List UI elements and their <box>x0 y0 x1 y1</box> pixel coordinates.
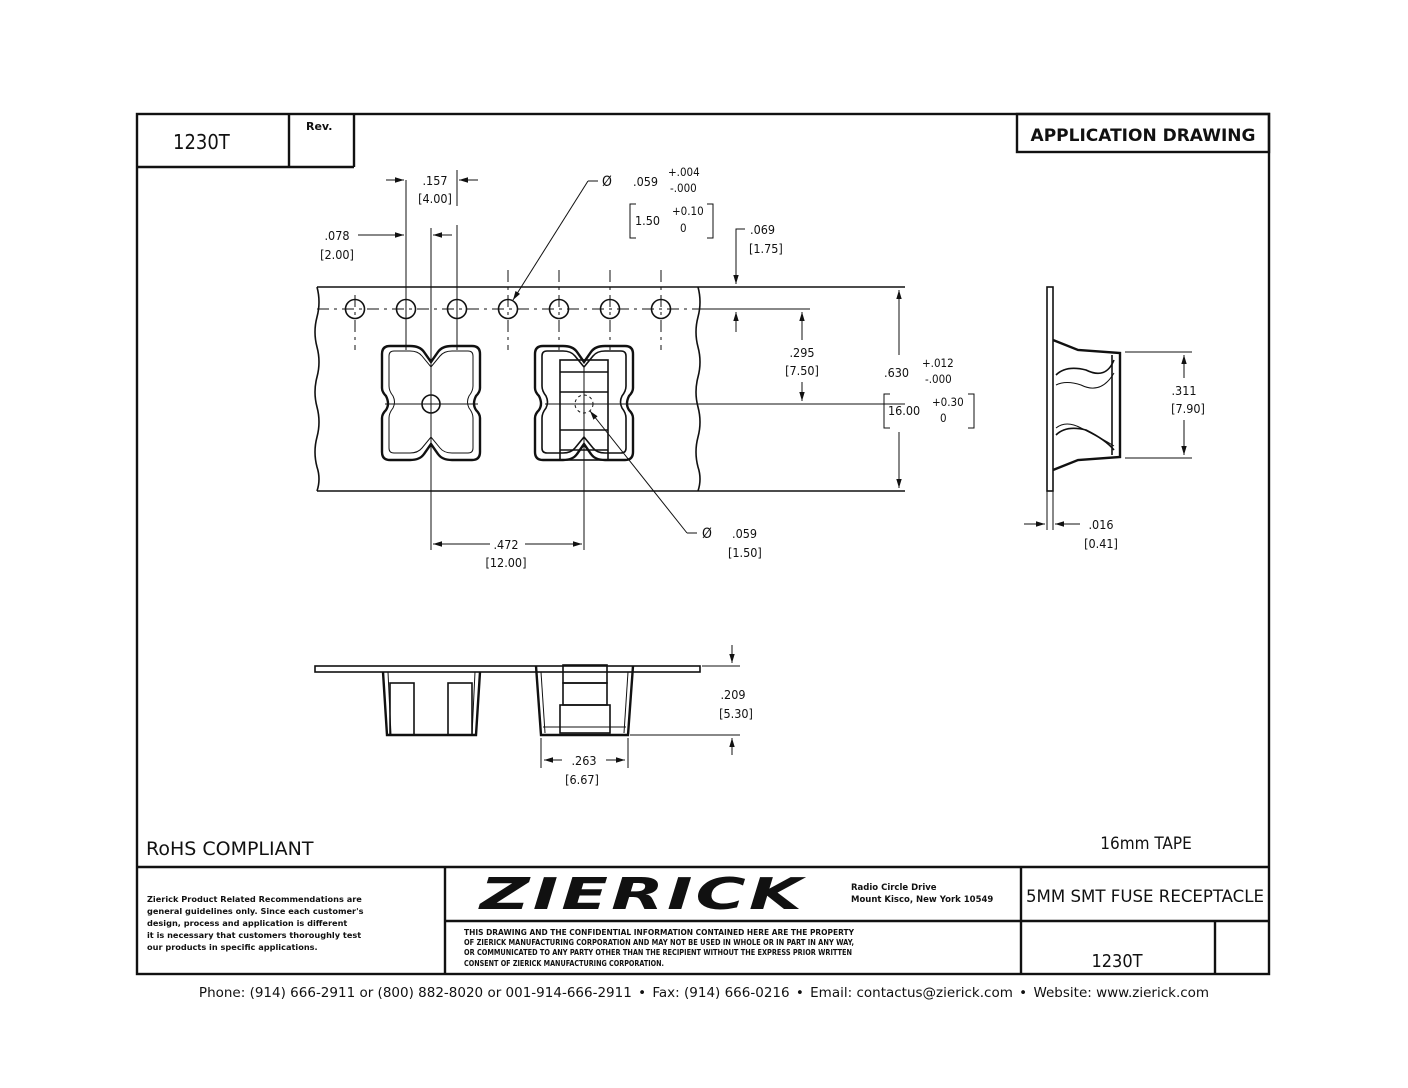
svg-text:[7.50]: [7.50] <box>785 363 819 378</box>
svg-text:it is necessary that customers: it is necessary that customers thoroughl… <box>147 930 361 940</box>
svg-text:0: 0 <box>680 221 687 235</box>
company-address: Radio Circle Drive Mount Kisco, New York… <box>851 883 993 905</box>
rohs-label: RoHS COMPLIANT <box>146 838 314 860</box>
rev-label: Rev. <box>306 120 332 133</box>
part-number-box: 1230T Rev. <box>137 114 356 169</box>
svg-text:our products in specific appli: our products in specific applications. <box>147 942 318 952</box>
svg-text:16.00: 16.00 <box>888 403 920 418</box>
empty-pocket <box>380 228 482 550</box>
footer-separator: • <box>795 985 804 1001</box>
part-number-bottom: 1230T <box>1091 951 1142 972</box>
sprocket-holes <box>344 180 672 350</box>
svg-text:-.000: -.000 <box>670 181 697 195</box>
svg-text:+.004: +.004 <box>668 165 700 179</box>
svg-text:.295: .295 <box>789 345 814 360</box>
dim-sprocket-hole-dia: Ø .059 +.004 -.000 1.50 +0.10 0 <box>512 165 714 301</box>
svg-text:.472: .472 <box>493 537 518 552</box>
svg-text:Zierick Product Related Recomm: Zierick Product Related Recommendations … <box>147 894 362 904</box>
svg-text:-.000: -.000 <box>925 372 952 386</box>
svg-text:Radio Circle Drive: Radio Circle Drive <box>851 883 937 893</box>
footer-separator: • <box>638 985 647 1001</box>
svg-text:.157: .157 <box>422 173 447 188</box>
loaded-pocket <box>533 344 905 550</box>
svg-text:Mount Kisco, New York 10549: Mount Kisco, New York 10549 <box>851 895 993 905</box>
footer-website[interactable]: Website: www.zierick.com <box>1033 985 1210 1001</box>
svg-text:.209: .209 <box>720 687 745 702</box>
svg-text:[0.41]: [0.41] <box>1084 536 1118 551</box>
receptacle-side-view <box>1046 286 1192 530</box>
svg-text:Ø: Ø <box>602 174 612 190</box>
contact-footer: Phone: (914) 666-2911 or (800) 882-8020 … <box>0 985 1408 1001</box>
footer-phone: Phone: (914) 666-2911 or (800) 882-8020 … <box>198 985 632 1001</box>
tape-label: 16mm TAPE <box>1100 834 1191 854</box>
footer-email[interactable]: Email: contactus@zierick.com <box>810 985 1013 1001</box>
svg-text:[5.30]: [5.30] <box>719 706 753 721</box>
svg-text:Ø: Ø <box>702 526 712 542</box>
svg-text:CONSENT OF ZIERICK MANUFACTURI: CONSENT OF ZIERICK MANUFACTURING CORPORA… <box>464 959 664 968</box>
bottom-title-block: RoHS COMPLIANT 16mm TAPE Zierick Product… <box>137 834 1269 974</box>
dim-sprocket-pitch: .157 [4.00] <box>386 170 478 206</box>
svg-text:0: 0 <box>940 411 947 425</box>
svg-text:.059: .059 <box>633 174 658 189</box>
dim-edge-to-sprocket: .069 [1.75] <box>700 222 810 332</box>
svg-text:.630: .630 <box>884 365 909 380</box>
svg-text:.016: .016 <box>1088 517 1113 532</box>
svg-text:.263: .263 <box>571 753 596 768</box>
drawing-type: APPLICATION DRAWING <box>1031 126 1256 146</box>
dim-pocket-pitch: .472 [12.00] <box>433 537 582 570</box>
dim-tape-thickness: .016 [0.41] <box>1024 517 1118 551</box>
footer-separator: • <box>1019 985 1028 1001</box>
svg-text:[7.90]: [7.90] <box>1171 401 1205 416</box>
svg-text:design, process and applicatio: design, process and application is diffe… <box>147 918 347 928</box>
svg-text:+.012: +.012 <box>922 356 954 370</box>
svg-text:.059: .059 <box>732 526 757 541</box>
tape-section-view <box>314 664 701 737</box>
disclaimer: Zierick Product Related Recommendations … <box>147 894 364 952</box>
svg-text:[4.00]: [4.00] <box>418 191 452 206</box>
svg-text:+0.30: +0.30 <box>932 395 964 409</box>
svg-text:THIS DRAWING AND THE CONFIDENT: THIS DRAWING AND THE CONFIDENTIAL INFORM… <box>464 928 854 937</box>
svg-text:[1.50]: [1.50] <box>728 545 762 560</box>
tape-top-view <box>314 180 905 550</box>
svg-text:[12.00]: [12.00] <box>486 555 527 570</box>
dim-pocket-width: .263 [6.67] <box>540 738 629 787</box>
dim-tape-width: .630 +.012 -.000 16.00 +0.30 0 <box>883 290 975 488</box>
svg-text:.069: .069 <box>750 222 775 237</box>
footer-fax: Fax: (914) 666-0216 <box>652 985 790 1001</box>
company-logo: ZIERICK <box>477 869 806 920</box>
drawing-frame <box>135 112 1271 976</box>
svg-text:1.50: 1.50 <box>635 213 660 228</box>
part-description: 5MM SMT FUSE RECEPTACLE <box>1026 887 1264 907</box>
dim-pocket-hole-dia: Ø .059 [1.50] <box>589 410 762 560</box>
svg-text:[2.00]: [2.00] <box>320 247 354 262</box>
svg-text:+0.10: +0.10 <box>672 204 704 218</box>
svg-text:general guidelines only. Since: general guidelines only. Since each cust… <box>147 906 364 916</box>
svg-text:.311: .311 <box>1171 383 1196 398</box>
dim-sprocket-to-pocket: .078 [2.00] <box>320 228 452 262</box>
svg-text:OR COMMUNICATED TO ANY PARTY O: OR COMMUNICATED TO ANY PARTY OTHER THAN … <box>464 948 852 957</box>
confidential-notice: THIS DRAWING AND THE CONFIDENTIAL INFORM… <box>464 928 854 968</box>
part-number: 1230T <box>173 130 231 154</box>
drawing-type-box: APPLICATION DRAWING <box>1015 112 1271 154</box>
svg-text:[1.75]: [1.75] <box>749 241 783 256</box>
dim-pocket-depth: .209 [5.30] <box>630 645 753 755</box>
dim-sprocket-to-pocket-center: .295 [7.50] <box>785 312 819 401</box>
dim-receptacle-height: .311 [7.90] <box>1171 355 1205 455</box>
svg-text:[6.67]: [6.67] <box>565 772 599 787</box>
svg-text:.078: .078 <box>324 228 349 243</box>
svg-text:OF ZIERICK MANUFACTURING CORPO: OF ZIERICK MANUFACTURING CORPORATION AND… <box>464 938 854 947</box>
